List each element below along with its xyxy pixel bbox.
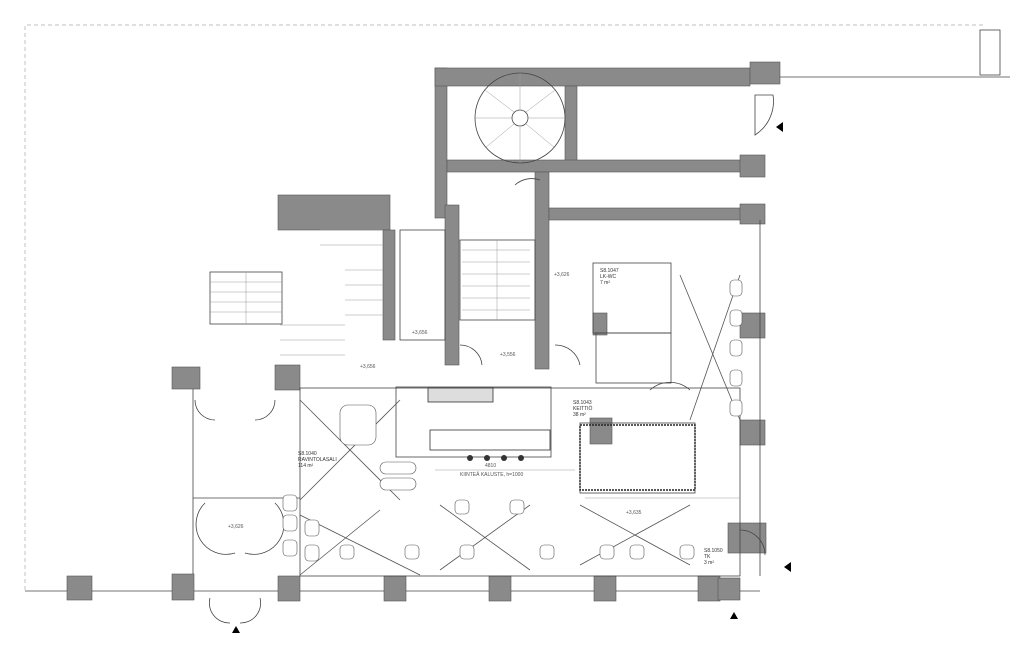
counter-note: KIINTEÄ KALUSTE, h=1000	[460, 471, 523, 478]
room-id: S8.1050	[704, 548, 723, 554]
elevation-label: +3,626	[554, 272, 570, 278]
doors	[194, 94, 774, 624]
room-id: S8.1047	[600, 268, 619, 274]
room-label-wc: S8.1047 LK-WC 7 m²	[600, 268, 619, 286]
room-id: S8.1040	[298, 451, 317, 457]
room-area: 114 m²	[298, 463, 314, 469]
elevation-label: +3,626	[228, 524, 244, 530]
room-id: S8.1043	[573, 400, 592, 406]
room-area: 7 m²	[600, 280, 610, 286]
kitchen-counter	[427, 387, 740, 499]
room-label-storage: S8.1050 TK 3 m²	[704, 548, 723, 566]
room-label-kitchen: S8.1043 KEITTIÖ 38 m²	[573, 400, 593, 418]
room-area: 38 m²	[573, 412, 586, 418]
spiral-staircase	[474, 72, 566, 164]
room-area: 3 m²	[704, 560, 714, 566]
dimension-label: 4810	[485, 463, 496, 469]
room-name: LK-WC	[600, 274, 617, 280]
elevation-label: +3,656	[360, 364, 376, 370]
gate-icon	[979, 29, 1001, 76]
seating-diagonals	[299, 274, 741, 576]
room-name: RAVINTOLASALI	[298, 457, 337, 463]
entrance-arrow-icons	[232, 122, 791, 633]
room-name: TK	[704, 554, 711, 560]
staircases	[210, 229, 530, 356]
walls	[66, 61, 781, 602]
room-name: KEITTIÖ	[573, 405, 593, 412]
chairs	[282, 279, 743, 562]
site-boundary	[24, 24, 985, 590]
elevation-label: +3,556	[500, 352, 516, 358]
elevation-label: +3,656	[412, 330, 428, 336]
room-label-dining: S8.1040 RAVINTOLASALI 114 m²	[298, 451, 337, 469]
elevation-label: +3,635	[626, 510, 642, 516]
